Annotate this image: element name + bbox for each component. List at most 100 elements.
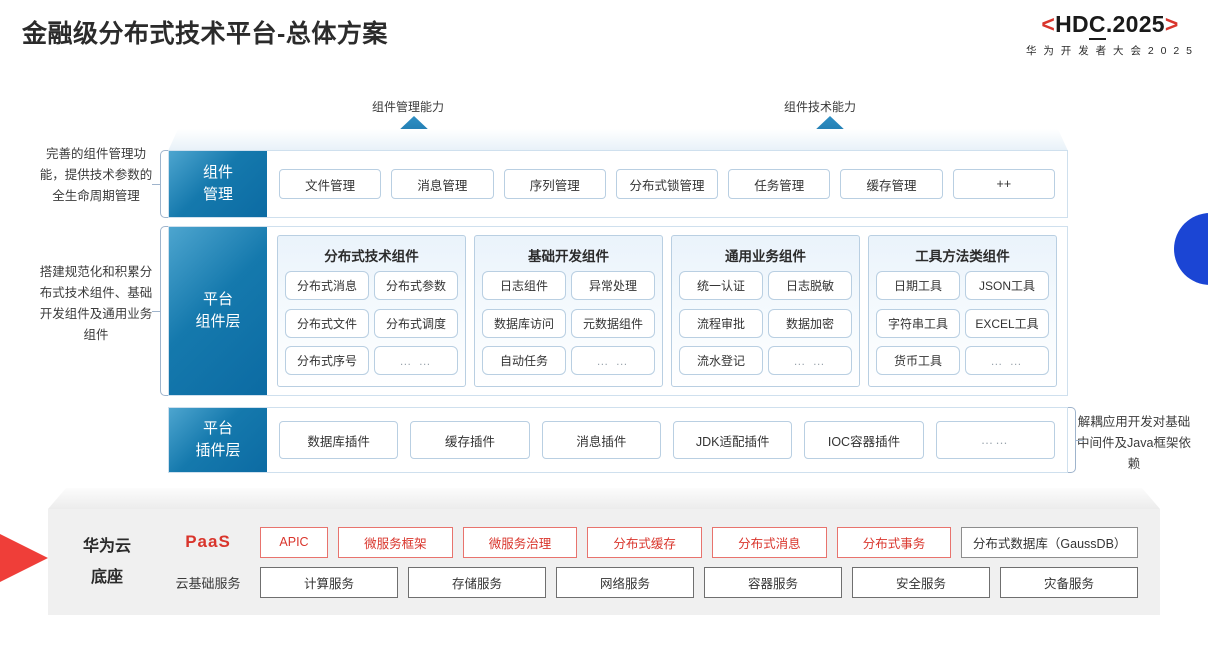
group-grid-utility-methods: 日期工具 JSON工具 字符串工具 EXCEL工具 货币工具 … … [876, 271, 1049, 379]
group-title-distributed-tech: 分布式技术组件 [324, 249, 419, 264]
layer-component-management: 组件 管理 文件管理 消息管理 序列管理 分布式锁管理 任务管理 缓存管理 ++ [168, 150, 1068, 218]
paas-item-distributed-transaction[interactable]: 分布式事务 [836, 526, 952, 558]
panel-bevel-top [168, 129, 1068, 151]
chip-basic-dev-4[interactable]: 自动任务 [482, 346, 566, 376]
layer-platform-plugin: 平台 插件层 数据库插件 缓存插件 消息插件 JDK适配插件 IOC容器插件 …… [168, 407, 1068, 473]
chip-component-management-0[interactable]: 文件管理 [279, 169, 382, 199]
chip-plugin-1[interactable]: 缓存插件 [410, 421, 530, 459]
chip-common-business-0[interactable]: 统一认证 [679, 271, 763, 300]
chip-utility-methods-3[interactable]: EXCEL工具 [965, 308, 1049, 338]
chip-plugin-5[interactable]: …… [935, 421, 1055, 459]
paas-item-distributed-database[interactable]: 分布式数据库（GaussDB） [961, 526, 1138, 558]
red-wedge-decoration [0, 513, 48, 603]
chip-plugin-2[interactable]: 消息插件 [541, 421, 661, 459]
paas-panel-title: 华为云 底座 [48, 531, 166, 593]
layer-label-line2: 组件层 [195, 313, 241, 330]
cloud-basic-item-disaster-recovery[interactable]: 灾备服务 [1000, 566, 1138, 598]
chip-component-management-6[interactable]: ++ [952, 169, 1055, 199]
layer-label-line1: 平台 [202, 420, 233, 437]
paas-item-microservice-governance[interactable]: 微服务治理 [462, 526, 578, 558]
paas-title-line1: 华为云 [82, 538, 131, 555]
hdc-logo-subtitle: 华 为 开 发 者 大 会 2 0 2 5 [1025, 45, 1194, 57]
group-grid-basic-dev: 日志组件 异常处理 数据库访问 元数据组件 自动任务 … … [482, 271, 655, 379]
paas-item-apic[interactable]: APIC [260, 526, 328, 558]
group-common-business: 通用业务组件 统一认证 日志脱敏 流程审批 数据加密 流水登记 … … [671, 235, 860, 387]
group-basic-dev: 基础开发组件 日志组件 异常处理 数据库访问 元数据组件 自动任务 … … [474, 235, 663, 387]
blue-circle-decoration [1174, 213, 1208, 285]
group-title-utility-methods: 工具方法类组件 [915, 249, 1010, 264]
chip-common-business-1[interactable]: 日志脱敏 [768, 271, 852, 300]
paas-item-distributed-message[interactable]: 分布式消息 [712, 526, 827, 558]
group-distributed-tech: 分布式技术组件 分布式消息 分布式参数 分布式文件 分布式调度 分布式序号 … … [277, 235, 466, 387]
chevron-left-icon: < [1041, 11, 1056, 37]
chip-component-management-2[interactable]: 序列管理 [503, 169, 606, 199]
chip-basic-dev-5[interactable]: … … [571, 346, 655, 376]
layer-body-platform-plugin: 数据库插件 缓存插件 消息插件 JDK适配插件 IOC容器插件 …… [267, 408, 1067, 472]
chip-common-business-4[interactable]: 流水登记 [679, 346, 763, 376]
layer-label-line2: 插件层 [195, 442, 241, 459]
cloud-basic-item-storage[interactable]: 存储服务 [408, 566, 546, 598]
chip-plugin-4[interactable]: IOC容器插件 [804, 421, 924, 459]
chip-component-management-5[interactable]: 缓存管理 [840, 169, 943, 199]
page-title: 金融级分布式技术平台-总体方案 [22, 20, 388, 48]
layer-body-platform-component: 分布式技术组件 分布式消息 分布式参数 分布式文件 分布式调度 分布式序号 … … [267, 227, 1067, 395]
chip-component-management-4[interactable]: 任务管理 [728, 169, 831, 199]
chip-component-management-1[interactable]: 消息管理 [391, 169, 494, 199]
chip-distributed-tech-1[interactable]: 分布式参数 [374, 271, 458, 300]
chip-distributed-tech-4[interactable]: 分布式序号 [285, 346, 369, 376]
group-utility-methods: 工具方法类组件 日期工具 JSON工具 字符串工具 EXCEL工具 货币工具 …… [868, 235, 1057, 387]
paas-item-distributed-cache[interactable]: 分布式缓存 [587, 526, 703, 558]
arrow-label-component-management: 组件管理能力 [372, 100, 445, 114]
chip-utility-methods-4[interactable]: 货币工具 [876, 346, 960, 376]
paas-row-cloud-basic: 云基础服务 计算服务 存储服务 网络服务 容器服务 安全服务 灾备服务 [166, 566, 1138, 598]
chip-basic-dev-3[interactable]: 元数据组件 [571, 308, 655, 338]
paas-row-services: PaaS APIC 微服务框架 微服务治理 分布式缓存 分布式消息 分布式事务 … [166, 526, 1138, 558]
paas-row-tag: PaaS [185, 532, 231, 551]
layer-label-component-management: 组件 管理 [169, 151, 267, 217]
chip-utility-methods-2[interactable]: 字符串工具 [876, 308, 960, 338]
arrow-label-component-technology: 组件技术能力 [784, 100, 857, 114]
right-note-plugin-layer: 解耦应用开发对基础中间件及Java框架依赖 [1077, 415, 1191, 471]
chip-distributed-tech-0[interactable]: 分布式消息 [285, 271, 369, 300]
paas-panel: 华为云 底座 PaaS APIC 微服务框架 微服务治理 分布式缓存 分布式消息… [48, 509, 1160, 615]
cloud-basic-item-network[interactable]: 网络服务 [556, 566, 694, 598]
group-grid-common-business: 统一认证 日志脱敏 流程审批 数据加密 流水登记 … … [679, 271, 852, 379]
chip-common-business-5[interactable]: … … [768, 346, 852, 376]
chip-plugin-3[interactable]: JDK适配插件 [672, 421, 793, 459]
cloud-basic-item-container[interactable]: 容器服务 [704, 566, 842, 598]
chip-basic-dev-1[interactable]: 异常处理 [571, 271, 655, 300]
chip-basic-dev-2[interactable]: 数据库访问 [482, 308, 566, 338]
layer-platform-component: 平台 组件层 分布式技术组件 分布式消息 分布式参数 分布式文件 分布式调度 分… [168, 226, 1068, 396]
paas-title-line2: 底座 [90, 569, 123, 586]
chevron-right-icon: > [1164, 11, 1179, 37]
cloud-basic-item-compute[interactable]: 计算服务 [260, 566, 398, 598]
layer-label-line2: 管理 [202, 186, 233, 203]
chip-common-business-2[interactable]: 流程审批 [679, 308, 763, 338]
layer-label-line1: 组件 [202, 164, 233, 181]
cloud-basic-row-tag: 云基础服务 [175, 575, 241, 591]
chip-distributed-tech-2[interactable]: 分布式文件 [285, 308, 369, 338]
side-note-platform-component: 搭建规范化和积累分布式技术组件、基础开发组件及通用业务组件 [39, 265, 153, 342]
chip-utility-methods-1[interactable]: JSON工具 [965, 271, 1049, 300]
chip-utility-methods-5[interactable]: … … [965, 346, 1049, 376]
bracket-right-plugin-layer [1066, 407, 1084, 473]
side-note-component-management: 完善的组件管理功能，提供技术参数的全生命周期管理 [39, 147, 153, 203]
chip-utility-methods-0[interactable]: 日期工具 [876, 271, 960, 300]
hdc-logo: <HDC.2025> 华 为 开 发 者 大 会 2 0 2 5 [1025, 11, 1194, 58]
chip-distributed-tech-5[interactable]: … … [374, 346, 458, 376]
chip-component-management-3[interactable]: 分布式锁管理 [615, 169, 719, 199]
layer-label-platform-plugin: 平台 插件层 [169, 408, 267, 472]
chip-distributed-tech-3[interactable]: 分布式调度 [374, 308, 458, 338]
chip-plugin-0[interactable]: 数据库插件 [279, 421, 399, 459]
hdc-logo-text-a: HD [1055, 11, 1089, 37]
chip-common-business-3[interactable]: 数据加密 [768, 308, 852, 338]
group-title-basic-dev: 基础开发组件 [528, 249, 609, 264]
bracket-left-platform-component [152, 226, 170, 396]
paas-item-microservice-framework[interactable]: 微服务框架 [338, 526, 453, 558]
cloud-basic-item-security[interactable]: 安全服务 [852, 566, 990, 598]
paas-panel-bevel-top [48, 488, 1160, 509]
layer-label-line1: 平台 [202, 291, 233, 308]
chip-basic-dev-0[interactable]: 日志组件 [482, 271, 566, 300]
hdc-logo-main: <HDC.2025> [1026, 11, 1194, 40]
